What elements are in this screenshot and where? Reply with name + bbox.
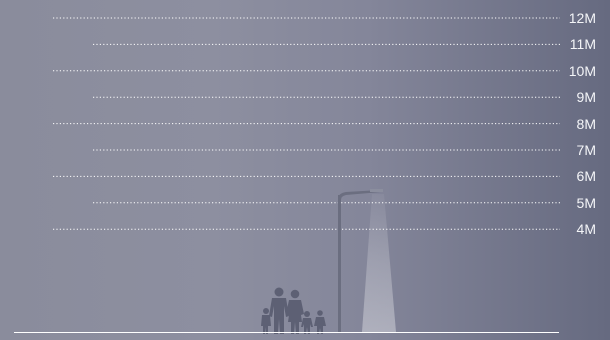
height-label: 8M bbox=[576, 115, 596, 132]
height-label: 4M bbox=[576, 221, 596, 238]
height-label: 5M bbox=[576, 194, 596, 211]
height-label: 6M bbox=[576, 168, 596, 185]
height-label: 9M bbox=[576, 89, 596, 106]
ground-line bbox=[14, 332, 559, 333]
height-label: 11M bbox=[569, 36, 596, 53]
height-label: 12M bbox=[568, 10, 596, 26]
light-beam bbox=[362, 194, 396, 332]
family-silhouettes bbox=[261, 287, 326, 334]
height-lines bbox=[53, 17, 560, 230]
street-light-pole bbox=[338, 189, 383, 333]
height-label: 10M bbox=[568, 62, 596, 79]
height-label: 7M bbox=[576, 142, 596, 158]
